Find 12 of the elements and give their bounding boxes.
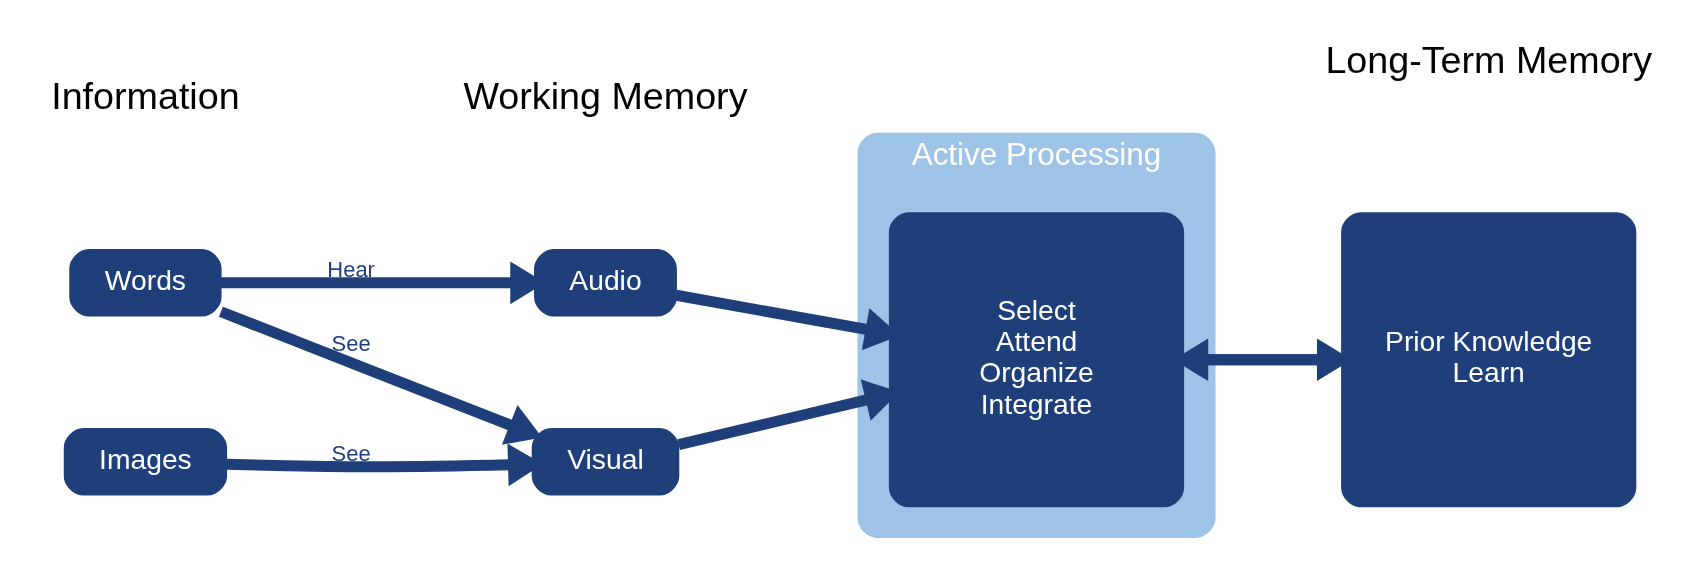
label: Information bbox=[51, 74, 240, 117]
edge-label: See bbox=[331, 330, 371, 356]
edge-label: See bbox=[331, 440, 371, 466]
node-box: Audio bbox=[534, 249, 677, 317]
edge-label: Hear bbox=[327, 256, 375, 282]
label: Working Memory bbox=[463, 74, 748, 117]
label: Long-Term Memory bbox=[1325, 38, 1652, 81]
node-box: Select Attend Organize Integrate bbox=[888, 212, 1185, 508]
node-box: Visual bbox=[531, 428, 680, 496]
node-box: Images bbox=[63, 428, 228, 496]
node-box: Prior Knowledge Learn bbox=[1341, 212, 1637, 508]
node-box: Words bbox=[69, 249, 222, 317]
